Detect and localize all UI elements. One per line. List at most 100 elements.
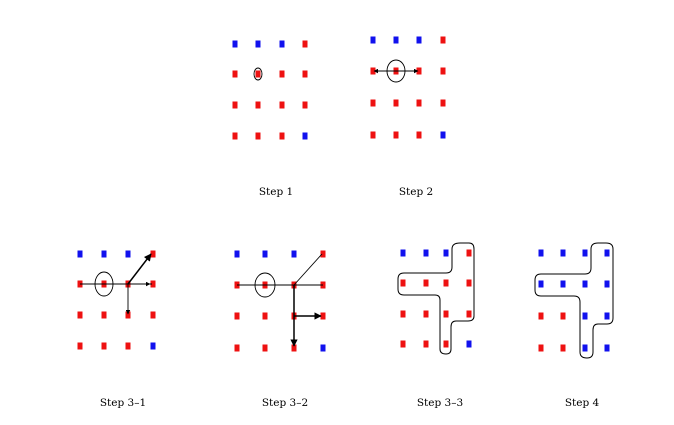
red-dot: [423, 340, 429, 348]
red-dot: [320, 250, 326, 258]
blue-dot: [279, 40, 285, 48]
red-dot: [443, 310, 449, 318]
blue-dot: [400, 249, 406, 257]
blue-dot: [423, 249, 429, 257]
red-dot: [262, 312, 268, 320]
red-dot: [262, 344, 268, 352]
blue-dot: [560, 249, 566, 257]
blue-dot: [255, 40, 261, 48]
red-dot: [370, 131, 376, 139]
red-dot: [393, 131, 399, 139]
blue-dot: [77, 250, 83, 258]
blue-dot: [416, 36, 422, 44]
blue-dot: [370, 36, 376, 44]
red-dot: [370, 67, 376, 75]
caption-step-3-1: Step 3–1: [100, 397, 146, 409]
caption-step-1: Step 1: [259, 186, 293, 198]
red-dot: [538, 344, 544, 352]
region-outline: [534, 242, 614, 359]
blue-dot: [291, 250, 297, 258]
blue-dot: [604, 344, 610, 352]
blue-dot: [443, 249, 449, 257]
caption-step-4: Step 4: [565, 397, 600, 409]
blue-dot: [101, 250, 107, 258]
red-dot: [393, 99, 399, 107]
blue-dot: [232, 40, 238, 48]
red-dot: [443, 279, 449, 287]
red-dot: [423, 279, 429, 287]
blue-dot: [582, 249, 588, 257]
region-outline: [397, 242, 475, 355]
panel-step-1: Step 1: [232, 40, 308, 198]
red-dot: [77, 342, 83, 350]
red-dot: [150, 280, 156, 288]
blue-dot: [538, 280, 544, 288]
blue-dot: [582, 344, 588, 352]
red-dot: [302, 40, 308, 48]
panel-step-3-3: Step 3–3: [397, 242, 475, 409]
red-dot: [440, 99, 446, 107]
caption-step-2: Step 2: [399, 186, 433, 198]
red-dot: [125, 342, 131, 350]
red-dot: [302, 101, 308, 109]
red-dot: [560, 312, 566, 320]
red-dot: [150, 311, 156, 319]
red-dot: [255, 70, 261, 78]
caption-step-3-3: Step 3–3: [417, 397, 463, 409]
red-dot: [400, 279, 406, 287]
diagonal-line: [293, 253, 323, 286]
red-dot: [302, 70, 308, 78]
blue-dot: [262, 250, 268, 258]
blue-dot: [560, 280, 566, 288]
red-dot: [279, 132, 285, 140]
red-dot: [443, 340, 449, 348]
red-dot: [234, 312, 240, 320]
red-dot: [423, 310, 429, 318]
red-dot: [232, 101, 238, 109]
blue-dot: [150, 342, 156, 350]
blue-dot: [234, 250, 240, 258]
red-dot: [232, 132, 238, 140]
red-dot: [400, 340, 406, 348]
red-dot: [279, 101, 285, 109]
red-dot: [416, 131, 422, 139]
blue-dot: [604, 249, 610, 257]
panel-step-4: Step 4: [534, 242, 614, 409]
red-dot: [320, 312, 326, 320]
red-dot: [400, 310, 406, 318]
blue-dot: [440, 131, 446, 139]
panel-step-3-2: Step 3–2: [234, 250, 326, 409]
red-dot: [255, 101, 261, 109]
arrow-up-right: [127, 253, 152, 285]
red-dot: [255, 132, 261, 140]
selection-circle: [253, 67, 263, 81]
red-dot: [101, 342, 107, 350]
red-dot: [416, 99, 422, 107]
blue-dot: [466, 340, 472, 348]
red-dot: [560, 344, 566, 352]
red-dot: [440, 36, 446, 44]
red-dot: [234, 344, 240, 352]
blue-dot: [125, 250, 131, 258]
red-dot: [291, 344, 297, 352]
blue-dot: [393, 36, 399, 44]
red-dot: [466, 249, 472, 257]
blue-dot: [604, 280, 610, 288]
blue-dot: [582, 280, 588, 288]
blue-dot: [538, 249, 544, 257]
red-dot: [416, 67, 422, 75]
blue-dot: [320, 344, 326, 352]
red-dot: [440, 67, 446, 75]
red-dot: [538, 312, 544, 320]
panel-step-3-1: Step 3–1: [77, 250, 156, 409]
red-dot: [125, 311, 131, 319]
blue-dot: [302, 132, 308, 140]
red-dot: [232, 70, 238, 78]
red-dot: [370, 99, 376, 107]
red-dot: [150, 250, 156, 258]
red-dot: [466, 310, 472, 318]
red-dot: [279, 70, 285, 78]
red-dot: [77, 311, 83, 319]
blue-dot: [582, 312, 588, 320]
